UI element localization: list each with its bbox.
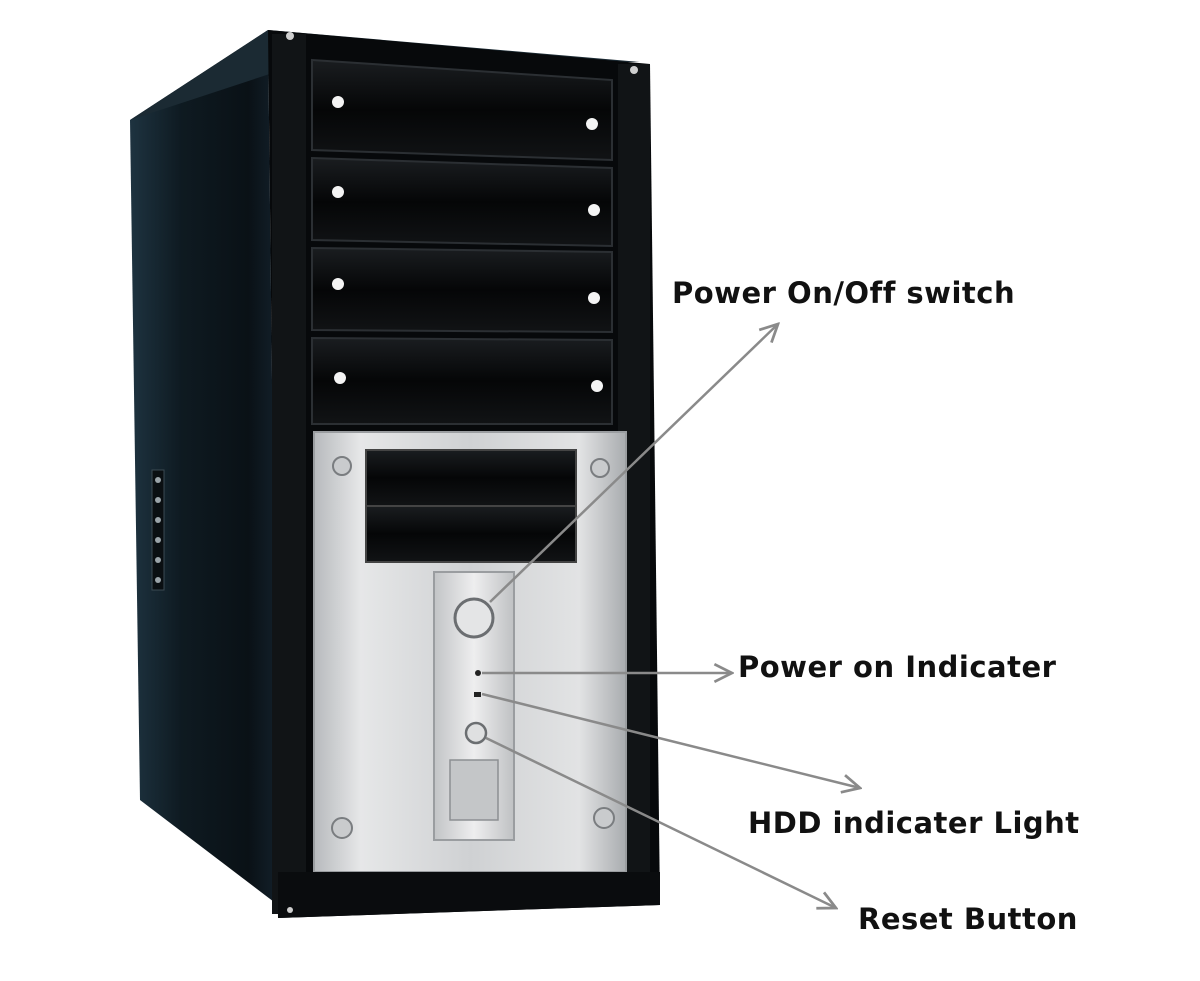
floppy-bay-lower xyxy=(365,505,577,563)
case-base xyxy=(278,872,660,918)
hdd-indicator-led xyxy=(474,692,481,697)
arrow-power-switch xyxy=(489,324,778,603)
arrow-reset-button xyxy=(485,736,836,908)
label-power-switch: Power On/Off switch xyxy=(672,276,1016,310)
drive-bays xyxy=(311,58,613,425)
power-switch xyxy=(453,597,495,639)
floppy-bay-upper xyxy=(365,449,577,507)
leader-arrows xyxy=(481,324,860,908)
top-screw-right xyxy=(630,66,638,74)
top-screw-left xyxy=(286,32,294,40)
label-hdd-light: HDD indicater Light xyxy=(748,806,1080,840)
left-pillar xyxy=(272,34,306,914)
power-on-indicator-led xyxy=(475,670,481,676)
bay-screws xyxy=(332,96,603,392)
label-reset-button: Reset Button xyxy=(858,902,1078,936)
strip-grille xyxy=(449,759,499,821)
case-side-panel xyxy=(130,30,278,905)
panel-screws xyxy=(331,456,615,839)
label-power-indicator: Power on Indicater xyxy=(738,650,1057,684)
base-screw-left xyxy=(287,907,293,913)
reset-button xyxy=(464,721,488,745)
side-vent xyxy=(151,469,165,591)
arrow-hdd-light xyxy=(481,692,860,788)
